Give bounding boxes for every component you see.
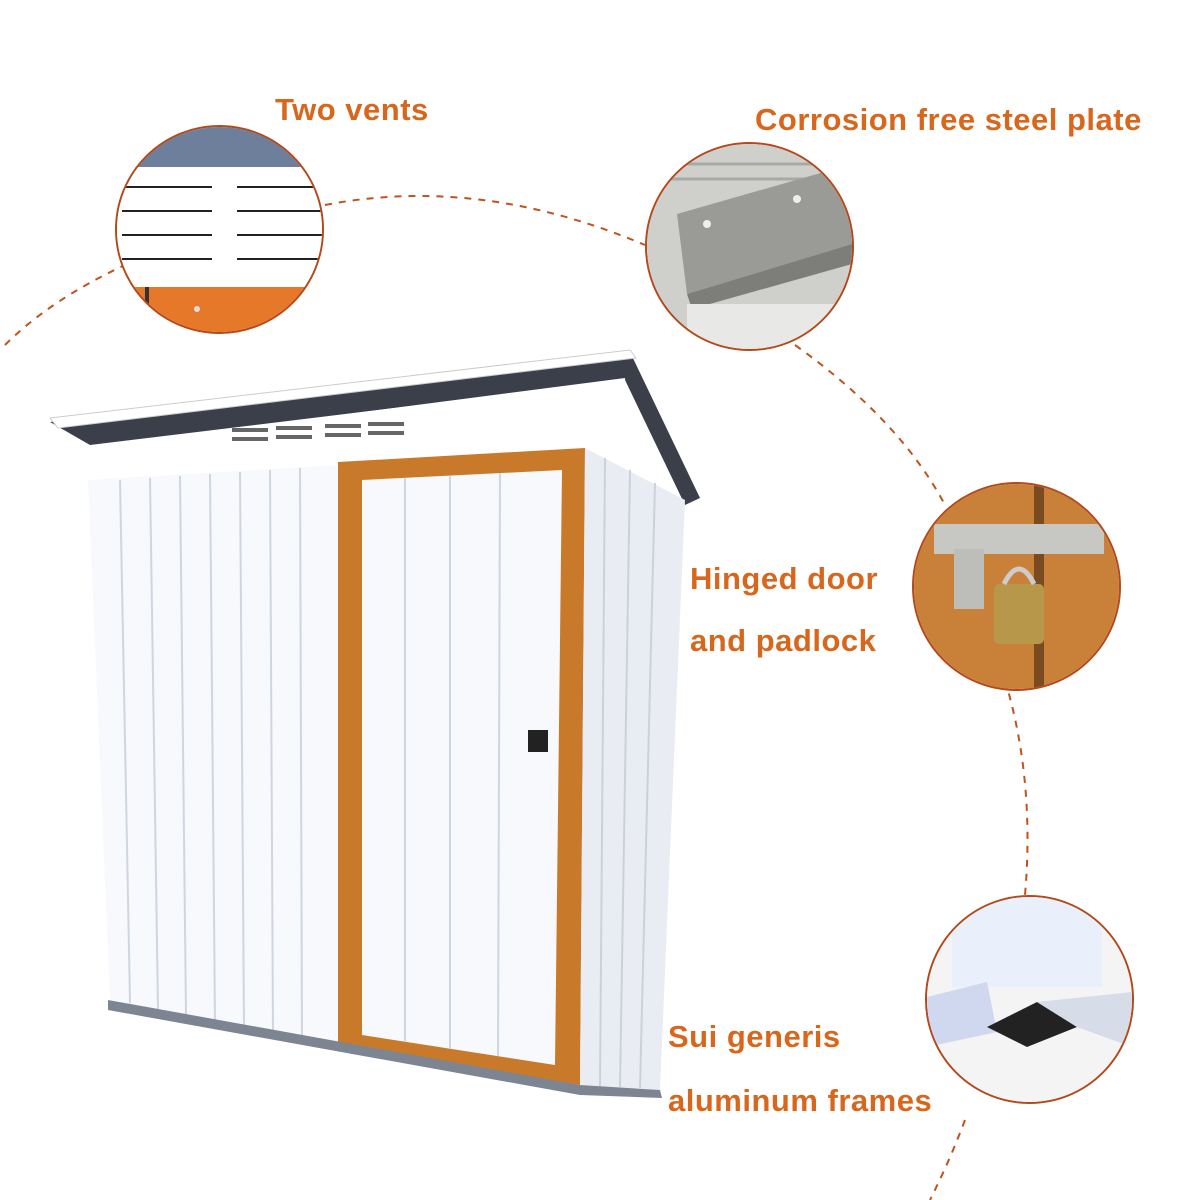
callout-steel-plate: Corrosion free steel plate [755,102,1142,137]
steel-plate-closeup [645,142,854,351]
frame-corner-closeup [925,895,1134,1104]
padlock-closeup [912,482,1121,691]
callout-hinged-door: Hinged door and padlock [690,561,879,658]
callout-two-vents: Two vents [275,92,429,127]
callout-aluminum-frames: Sui generis aluminum frames [668,1019,933,1118]
